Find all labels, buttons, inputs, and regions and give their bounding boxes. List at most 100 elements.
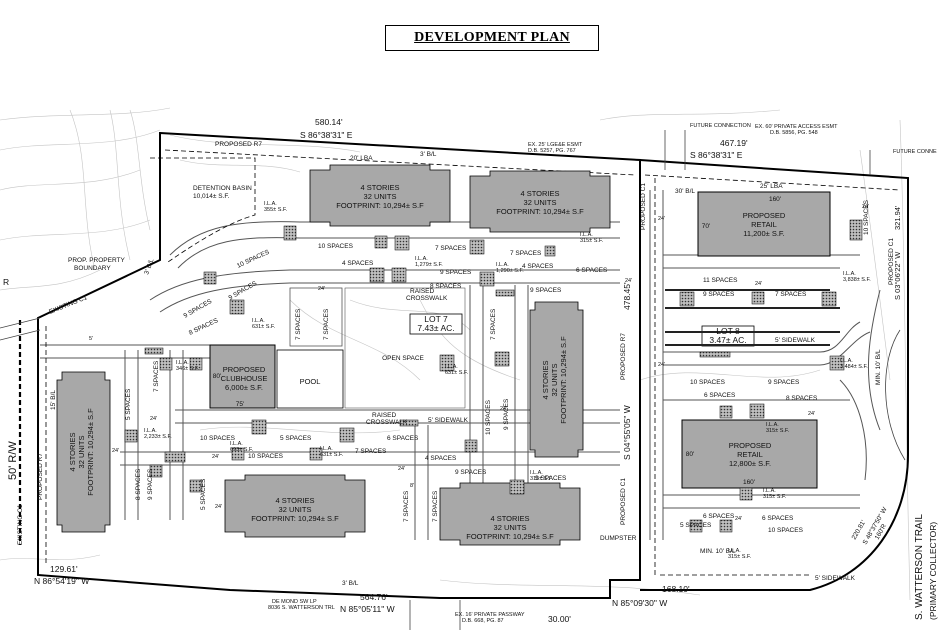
parking-label: 10 SPACES: [485, 399, 492, 435]
row-50: 50' R/W: [7, 441, 19, 480]
building-3-stories: 4 STORIES: [68, 432, 77, 471]
curbs: [665, 289, 840, 346]
parking-label: 7 SPACES: [490, 308, 497, 340]
proposed-r7-top: PROPOSED R7: [215, 141, 262, 148]
min-10-bl: MIN. 10' B/L: [700, 548, 736, 555]
parking-label: 6 SPACES: [703, 513, 735, 520]
clubhouse-dim-bottom: 75': [236, 401, 244, 408]
parking-label: 6 SPACES: [704, 392, 736, 399]
owner-2: 8036 S. WATTERSON TRL: [268, 605, 335, 611]
ila-4-a: I.L.A.: [580, 232, 593, 238]
parking-label: 10 SPACES: [863, 199, 870, 235]
ila-8-a: I.L.A.: [144, 428, 157, 434]
detention-area: 10,014± S.F.: [193, 193, 230, 200]
parking-label: 7 SPACES: [295, 308, 302, 340]
lba-20: 20' LBA: [350, 155, 373, 162]
sidewalk-right: 5' SIDEWALK: [775, 337, 816, 344]
parking-label: 10 SPACES: [200, 435, 236, 442]
retail-2-dim-top: 160': [743, 479, 755, 486]
building-6-stories: 4 STORIES: [490, 514, 529, 523]
dumpster: DUMPSTER: [600, 535, 637, 542]
ila-2-b: 1,279± S.F.: [415, 262, 443, 268]
ila-16-a: I.L.A.: [728, 548, 741, 554]
ila-15-b: 315± S.F.: [763, 494, 787, 500]
parking-label: 6 SPACES: [387, 435, 419, 442]
parking-label: 9 SPACES: [183, 298, 214, 320]
raised-crosswalk-top-2: CROSSWALK: [406, 295, 448, 302]
proposed-c1-right: PROPOSED C1: [888, 238, 895, 285]
dim-24: 24': [398, 466, 405, 472]
retail-2-line3: 12,800± S.F.: [729, 459, 771, 468]
building-5-footprint: FOOTPRINT: 10,294± S.F: [251, 514, 339, 523]
ila-9-a: I.L.A.: [230, 441, 243, 447]
parking-label: 10 SPACES: [248, 453, 284, 460]
retail-1-line1: PROPOSED: [743, 211, 786, 220]
parking-label: 10 SPACES: [318, 243, 354, 250]
dim-24: 24': [862, 204, 869, 210]
north-dim: 580.14': [315, 117, 343, 127]
clubhouse-dim-side: 80': [213, 373, 221, 380]
dim-24: 24': [755, 281, 762, 287]
parking-label: 5 SPACES: [280, 435, 312, 442]
parking-label: 8 SPACES: [786, 395, 818, 402]
proposed-c1-mid: PROPOSED C1: [620, 478, 627, 525]
raised-crosswalk-top-1: RAISED: [410, 288, 435, 295]
clubhouse-parking: [289, 287, 343, 347]
retail-south-bearing: N 85°09'30" W: [612, 598, 667, 608]
south-bearing-2: N 85°05'11" W: [340, 604, 395, 614]
south-bearing-1: N 86°54'19" W: [34, 576, 89, 586]
lot8-name: LOT 8: [716, 326, 740, 336]
parking-label: 11 SPACES: [703, 277, 738, 284]
retail-1-dim-side: 70': [702, 223, 710, 230]
proposed-c1-top: PROPOSED C1: [640, 183, 647, 230]
clubhouse-line3: 6,000± S.F.: [225, 383, 263, 392]
ila-5-b: 631± S.F.: [252, 324, 276, 330]
small-dimension-labels: 24' 24' 24' 24' 24' 24' 24' 24' 24' 24' …: [89, 204, 869, 522]
dim-24: 24': [112, 448, 119, 454]
site-boundary: [37, 131, 909, 599]
open-space-label: OPEN SPACE: [382, 355, 424, 362]
retail-building-2: [681, 419, 818, 489]
open-space-area: [344, 287, 466, 409]
boundary-labels: 580.14' S 86°38'31" E 467.19' S 86°38'31…: [34, 117, 902, 624]
ex-esmt: EX. 25' LGE&E ESMT: [528, 142, 583, 148]
dim-24: 24': [658, 216, 665, 222]
fifteen-bl: 15' B/L: [50, 390, 57, 410]
facility-labels: PROPOSED RETAIL 11,200± S.F. 160' 70' PR…: [213, 196, 786, 486]
parking-label: 9 SPACES: [440, 269, 472, 276]
east-bearing: S 86°38'31" E: [690, 150, 743, 160]
existing-c1-left: EXISTING C1: [17, 504, 24, 545]
retail-building-1: [697, 191, 831, 257]
future-connection: FUTURE CONNECTION: [690, 123, 751, 129]
access-ref: D.B. 5856, PG. 548: [770, 130, 818, 136]
clubhouse-line2: CLUBHOUSE: [221, 374, 268, 383]
building-1-stories: 4 STORIES: [360, 183, 399, 192]
proposed-r7-left: PROPOSED R7: [37, 453, 44, 500]
future-connection-2: FUTURE CONNE: [893, 149, 937, 155]
ila-16-b: 315± S.F.: [728, 554, 752, 560]
sidewalk-bottom: 5' SIDEWALK: [815, 575, 856, 582]
building-4-footprint: FOOTPRINT: 10,294± S.F: [559, 336, 568, 424]
building-2-units: 32 UNITS: [524, 198, 557, 207]
dim-24: 24': [658, 362, 665, 368]
ila-1-b: 355± S.F.: [264, 207, 288, 213]
building-5-shape: [224, 474, 366, 538]
street-name: S. WATTERSON TRAIL: [914, 514, 925, 620]
building-4-shape: [529, 301, 584, 458]
dim-24: 24': [150, 416, 157, 422]
raised-crosswalk-bot-1: RAISED: [372, 412, 397, 419]
parking-label: 6 SPACES: [576, 267, 608, 274]
retail-south-dim: 168.10': [662, 584, 690, 594]
access-lines: [0, 130, 906, 630]
dim-24: 24': [735, 516, 742, 522]
retail-1-line2: RETAIL: [751, 220, 777, 229]
ila-4-b: 315± S.F.: [580, 238, 604, 244]
retail-2-dim-side: 80': [686, 451, 694, 458]
parking-label: 9 SPACES: [503, 398, 510, 430]
east-side-dim: 478.45': [622, 282, 632, 310]
parking-label: 8 SPACES: [135, 468, 142, 500]
ila-12-a: I.L.A.: [843, 271, 856, 277]
parking-label: 10 SPACES: [236, 248, 271, 269]
lot8-area: 3.47± AC.: [709, 335, 746, 345]
